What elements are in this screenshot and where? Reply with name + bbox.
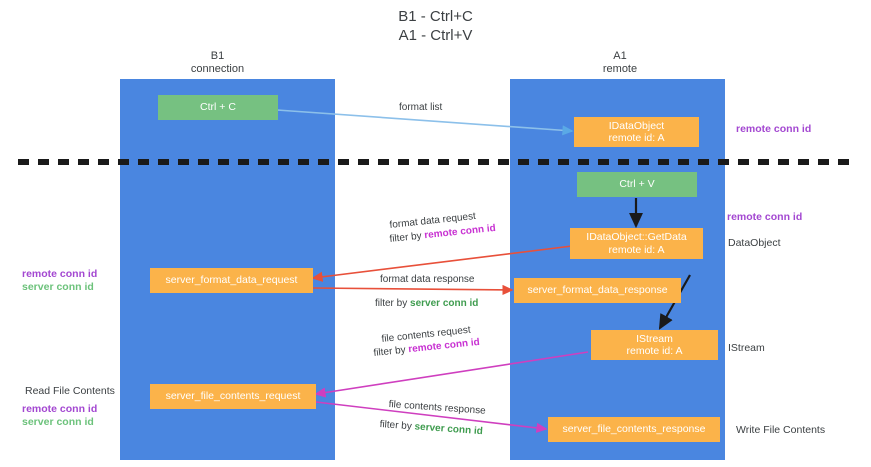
annotation-left-server-conn-id-mid: server conn id <box>22 281 94 293</box>
edge-label-file-contents-response: file contents response <box>388 399 486 418</box>
edge-filter-key-server-conn-id-2: server conn id <box>414 421 484 438</box>
diagram-title-line2: A1 - Ctrl+V <box>398 27 473 44</box>
annotation-left-server-conn-id-bottom: server conn id <box>22 416 94 428</box>
annotation-right-istream: IStream <box>728 342 765 354</box>
node-getdata-label: IDataObject::GetData <box>586 231 687 243</box>
edge-filter-key-server-conn-id: server conn id <box>410 298 479 309</box>
annotation-right-remote-conn-id-mid: remote conn id <box>727 211 803 223</box>
column-header-b1-role: connection <box>190 63 245 75</box>
column-header-b1: B1 connection <box>150 50 285 76</box>
edge-filter-prefix-2: filter by <box>375 298 411 309</box>
column-header-a1: A1 remote <box>550 50 690 76</box>
edge-label-format-data-response: format data response <box>380 274 475 286</box>
edge-filter-prefix-4: filter by <box>379 419 415 433</box>
edge-label-file-contents-response-filter: filter by server conn id <box>379 419 483 438</box>
column-header-a1-name: A1 <box>613 50 627 62</box>
node-server-format-data-response-label: server_format_data_response <box>527 284 668 297</box>
node-istream-label: IStream <box>636 332 673 345</box>
annotation-right-write-file-contents: Write File Contents <box>736 424 826 436</box>
annotation-right-dataobject: DataObject <box>728 237 781 249</box>
edge-filter-prefix-3: filter by <box>373 344 409 359</box>
node-idataobject-getdata[interactable]: IDataObject::GetData remote id: A <box>570 228 703 259</box>
node-server-file-contents-response[interactable]: server_file_contents_response <box>548 417 720 442</box>
edge-label-format-data-response-text: format data response <box>380 274 475 285</box>
node-server-file-contents-request[interactable]: server_file_contents_request <box>150 384 316 409</box>
node-server-format-data-request-label: server_format_data_request <box>165 274 298 287</box>
edge-label-file-contents-response-text: file contents response <box>388 399 487 417</box>
node-ctrl-c[interactable]: Ctrl + C <box>158 95 278 120</box>
node-server-file-contents-request-label: server_file_contents_request <box>165 390 301 403</box>
edge-filter-prefix: filter by <box>389 230 425 245</box>
node-idataobject-label: IDataObject <box>608 119 665 132</box>
node-ctrl-c-label: Ctrl + C <box>200 101 236 114</box>
edge-label-format-list-text: format list <box>399 102 443 113</box>
annotation-left-remote-conn-id-mid: remote conn id <box>22 268 98 280</box>
column-header-b1-name: B1 <box>210 50 225 62</box>
node-getdata-sublabel: remote id: A <box>608 243 665 256</box>
diagram-title: B1 - Ctrl+C A1 - Ctrl+V <box>0 7 871 45</box>
node-idataobject-sublabel: remote id: A <box>608 132 665 144</box>
edge-label-format-data-response-filter: filter by server conn id <box>375 298 478 310</box>
arrow-format-data-response <box>312 284 514 296</box>
annotation-left-remote-conn-id-bottom: remote conn id <box>22 403 98 415</box>
node-istream[interactable]: IStream remote id: A <box>591 330 718 360</box>
edge-label-format-list: format list <box>399 102 442 114</box>
node-ctrl-v[interactable]: Ctrl + V <box>577 172 697 197</box>
column-header-a1-role: remote <box>602 63 638 75</box>
diagram-title-line1: B1 - Ctrl+C <box>398 8 473 25</box>
annotation-left-read-file-contents: Read File Contents <box>25 385 115 397</box>
node-server-file-contents-response-label: server_file_contents_response <box>562 423 706 436</box>
node-ctrl-v-label: Ctrl + V <box>619 178 655 191</box>
node-idataobject[interactable]: IDataObject remote id: A <box>574 117 699 147</box>
node-istream-sublabel: remote id: A <box>626 345 683 357</box>
node-server-format-data-request[interactable]: server_format_data_request <box>150 268 313 293</box>
annotation-right-remote-conn-id-top: remote conn id <box>736 123 812 135</box>
node-server-format-data-response[interactable]: server_format_data_response <box>514 278 681 303</box>
